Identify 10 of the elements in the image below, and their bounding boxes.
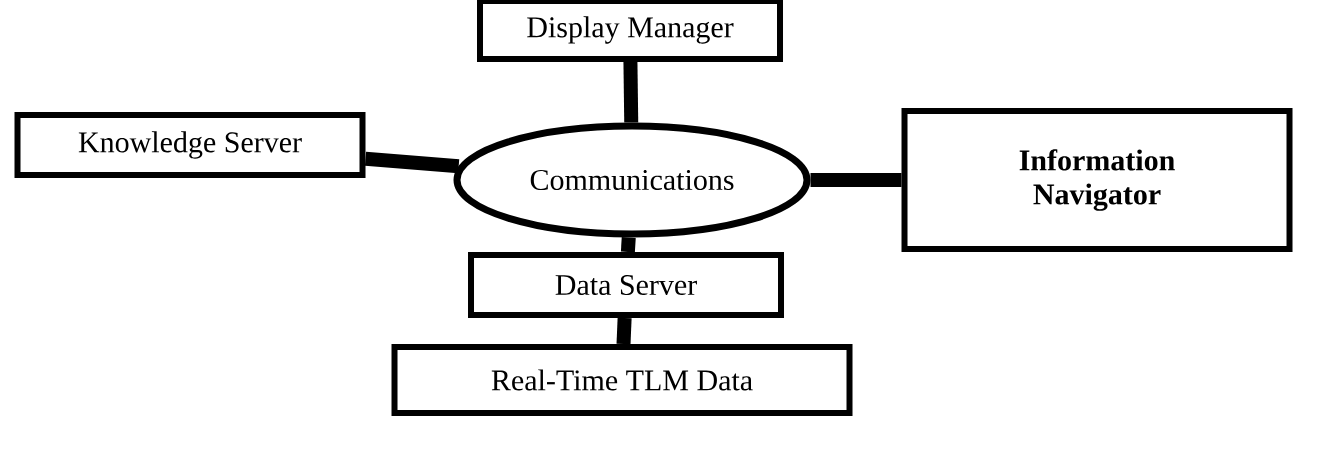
component-box: Display Manager: [477, 0, 783, 62]
component-box: Real-Time TLM Data: [391, 344, 853, 416]
connector-line: [364, 151, 460, 174]
connector-line: [810, 173, 902, 187]
connector-line: [616, 317, 632, 345]
connector-line: [623, 61, 639, 123]
component-box: Knowledge Server: [14, 112, 366, 178]
connector-line: [620, 237, 636, 253]
component-box: Information Navigator: [901, 108, 1293, 252]
component-box: Data Server: [468, 252, 784, 318]
